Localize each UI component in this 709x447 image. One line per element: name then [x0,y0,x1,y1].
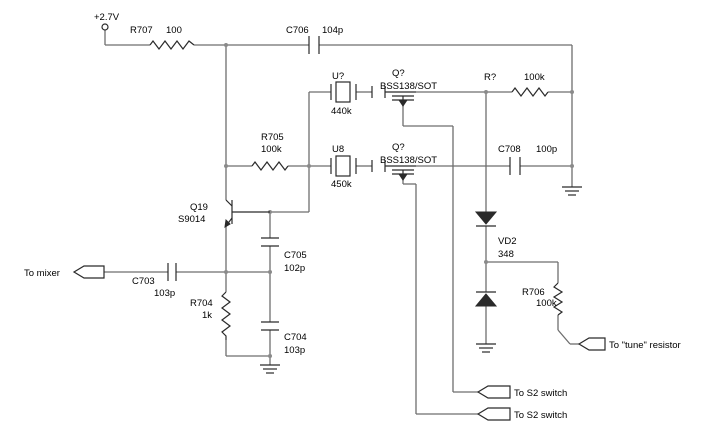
c705-ref: C705 [284,250,307,261]
capacitor-c705: C705 102p [261,237,307,274]
resistor-r706: R706 100k [522,282,564,316]
resistor-r-top: R? 100k [484,72,549,97]
c706-value: 104p [322,25,343,36]
u-top-ref: U? [332,71,344,82]
c704-value: 103p [284,345,305,356]
q19-part: S9014 [178,214,205,225]
wires [104,30,579,415]
c708-value: 100p [536,144,557,155]
u8-value: 450k [331,179,352,190]
ground-symbol-right [562,186,582,196]
q-top-ref: Q? [392,68,405,79]
mosfet-q-bottom: Q? BSS138/SOT [371,142,437,181]
ground-symbol-varactor [476,343,496,353]
capacitor-c704: C704 103p [261,321,307,356]
c704-ref: C704 [284,332,307,343]
port-tune-label: To "tune" resistor [609,340,681,351]
c706-ref: C706 [286,25,309,36]
vd2-ref: VD2 [498,236,516,247]
r706-value: 100k [536,298,557,309]
u-top-value: 440k [331,106,352,117]
r707-ref: R707 [130,25,153,36]
resistor-r707: R707 100 [130,25,195,50]
u8-ref: U8 [332,144,344,155]
junction-dots [224,43,574,358]
resonator-u-top: U? 440k [330,71,357,117]
mosfet-q-top: Q? BSS138/SOT [371,68,437,107]
capacitor-c708: C708 100p [498,144,557,175]
q-bottom-ref: Q? [392,142,405,153]
port-to-mixer: To mixer [24,265,105,279]
capacitor-c703: C703 103p [132,263,177,299]
r705-ref: R705 [261,132,284,143]
port-s2-a-label: To S2 switch [514,388,567,399]
port-to-s2-switch-a: To S2 switch [476,385,567,399]
r706-ref: R706 [522,287,545,298]
q19-ref: Q19 [190,202,208,213]
vd2-value: 348 [498,249,514,260]
port-to-s2-switch-b: To S2 switch [476,407,567,421]
r-top-ref: R? [484,72,496,83]
supply-label: +2.7V [94,12,120,23]
q-top-part: BSS138/SOT [380,81,437,92]
q-bottom-part: BSS138/SOT [380,155,437,166]
transistor-q19: Q19 S9014 [178,199,270,228]
r705-value: 100k [261,144,282,155]
resistor-r705: R705 100k [251,132,289,171]
port-to-tune-resistor: To "tune" resistor [577,337,681,351]
c708-ref: C708 [498,144,521,155]
port-s2-b-label: To S2 switch [514,410,567,421]
capacitor-c706: C706 104p [286,25,343,54]
resonator-u8: U8 450k [330,144,357,190]
r707-value: 100 [166,25,182,36]
c705-value: 102p [284,263,305,274]
r-top-value: 100k [524,72,545,83]
r704-ref: R704 [190,298,213,309]
supply-terminal: +2.7V [94,12,120,31]
port-mixer-label: To mixer [24,268,60,279]
c703-value: 103p [154,288,175,299]
ground-symbol-left [260,364,280,374]
r704-value: 1k [202,310,212,321]
resistor-r704: R704 1k [190,291,231,340]
varactor-vd2: VD2 348 [474,211,516,307]
c703-ref: C703 [132,276,155,287]
